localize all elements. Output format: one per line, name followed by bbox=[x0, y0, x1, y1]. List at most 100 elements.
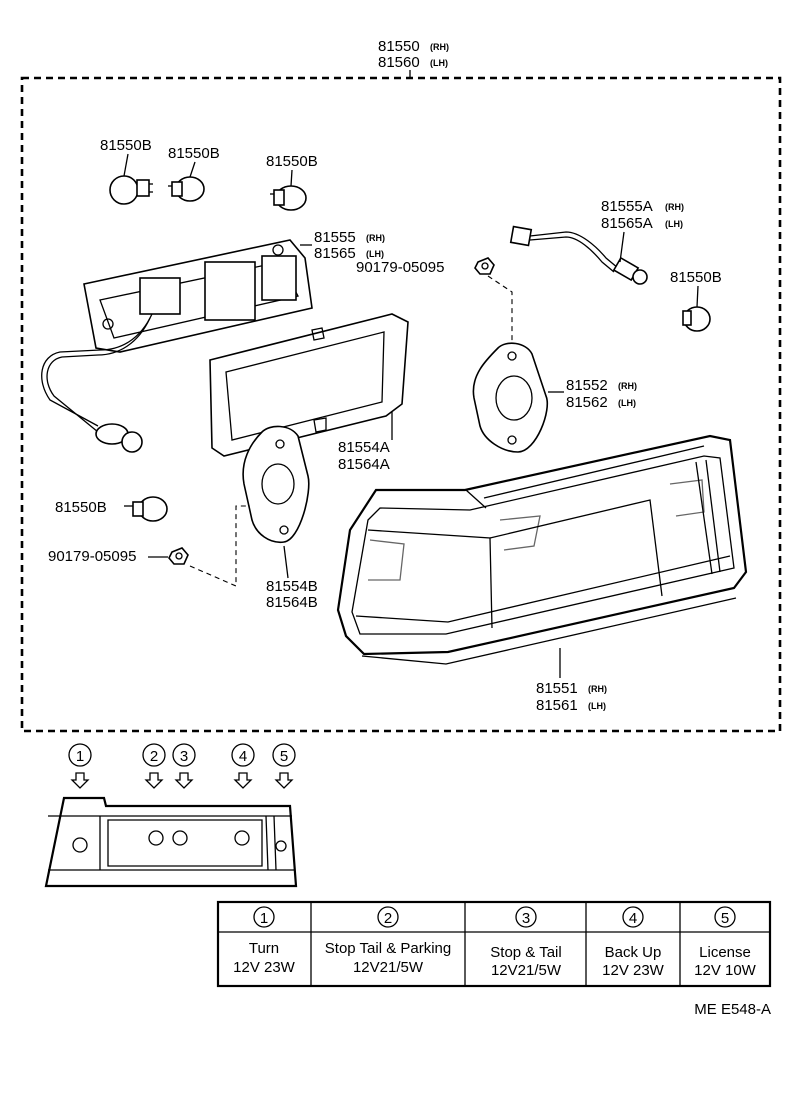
nut-label-2: 90179-05095 bbox=[48, 548, 136, 565]
position-marker-2: 2 bbox=[142, 743, 166, 789]
gasket-b-number-2: 81564B bbox=[266, 594, 318, 611]
nut-label-1: 90179-05095 bbox=[356, 259, 444, 276]
lens-assembly bbox=[336, 434, 748, 665]
lens-lh-side: (LH) bbox=[588, 701, 606, 711]
lens-rh-side: (RH) bbox=[588, 684, 607, 694]
gasket-lh-number: 81562 bbox=[566, 394, 608, 411]
gasket-lh-side: (LH) bbox=[618, 398, 636, 408]
assembly-rh-side: (RH) bbox=[430, 42, 449, 52]
gasket-a-number-1: 81554A bbox=[338, 439, 390, 456]
bulb-label-4: 81550B bbox=[670, 269, 722, 286]
col-function: License bbox=[699, 944, 751, 961]
gasket-b bbox=[242, 425, 310, 544]
socket-rh-side: (RH) bbox=[366, 233, 385, 243]
bulb-4-icon bbox=[682, 306, 711, 332]
bulb-position-4 bbox=[234, 830, 250, 846]
nut-icon bbox=[168, 547, 189, 565]
bulb-label-5: 81550B bbox=[55, 499, 107, 516]
gasket-rh-number: 81552 bbox=[566, 377, 608, 394]
nut-icon bbox=[474, 257, 495, 275]
table-col-4: Back Up 4 12V 23W bbox=[602, 906, 665, 979]
arrow-down-icon bbox=[233, 772, 253, 789]
gasket-b-number-1: 81554B bbox=[266, 578, 318, 595]
socket-a-lh-side: (LH) bbox=[665, 219, 683, 229]
socket-a-rh-number: 81555A bbox=[601, 198, 653, 215]
marker-number: 3 bbox=[180, 748, 188, 765]
bulb-2-icon bbox=[168, 176, 205, 202]
assembly-label: 81550 (RH) 81560 (LH) bbox=[378, 38, 449, 78]
socket-lh-side: (LH) bbox=[366, 249, 384, 259]
table-col-5: 5 License 12V 10W bbox=[694, 906, 757, 979]
bulb-label-2: 81550B bbox=[168, 145, 220, 162]
bulb-spec-table: 1 Turn 12V 23W 2 Stop Tail & Parking 12V… bbox=[216, 900, 772, 988]
gasket-a bbox=[209, 313, 409, 457]
col-function: Stop & Tail bbox=[490, 944, 561, 961]
lamp-front-view bbox=[44, 796, 298, 888]
marker-number: 2 bbox=[150, 748, 158, 765]
col-number: 2 bbox=[384, 910, 392, 927]
col-spec: 12V21/5W bbox=[353, 959, 424, 976]
position-marker-1: 1 bbox=[68, 743, 92, 789]
position-marker-3: 3 bbox=[172, 743, 196, 789]
col-spec: 12V 10W bbox=[694, 962, 757, 979]
reference-code: ME E548-A bbox=[694, 1001, 771, 1018]
lens-rh-number: 81551 bbox=[536, 680, 578, 697]
marker-number: 5 bbox=[280, 748, 288, 765]
position-marker-4: 4 bbox=[231, 743, 255, 789]
nut-dashed-guide bbox=[487, 275, 513, 342]
marker-number: 4 bbox=[239, 748, 247, 765]
assembly-rh-number: 81550 bbox=[378, 38, 420, 55]
col-number: 1 bbox=[260, 910, 268, 927]
gasket-a-number-2: 81564A bbox=[338, 456, 390, 473]
bulb-position-2 bbox=[148, 830, 164, 846]
marker-number: 1 bbox=[76, 748, 84, 765]
table-col-3: 3 Stop & Tail 12V21/5W bbox=[490, 906, 562, 979]
arrow-down-icon bbox=[70, 772, 90, 789]
arrow-down-icon bbox=[174, 772, 194, 789]
col-spec: 12V 23W bbox=[602, 962, 665, 979]
col-spec: 12V21/5W bbox=[491, 962, 562, 979]
col-number: 4 bbox=[629, 910, 637, 927]
leader bbox=[189, 161, 196, 178]
assembly-frame bbox=[20, 76, 782, 733]
position-marker-5: 5 bbox=[272, 743, 296, 789]
col-function: Stop Tail & Parking bbox=[325, 940, 451, 957]
leader bbox=[123, 153, 129, 177]
col-spec: 12V 23W bbox=[233, 959, 296, 976]
socket-a-label: 81555A (RH) 81565A (LH) bbox=[601, 198, 684, 263]
bulb-position-3 bbox=[172, 830, 188, 846]
col-number: 3 bbox=[522, 910, 530, 927]
col-function: Back Up bbox=[605, 944, 662, 961]
bulb-position-5 bbox=[275, 840, 287, 852]
leader bbox=[696, 285, 699, 308]
bulb-5-icon bbox=[124, 496, 168, 522]
socket-a-rh-side: (RH) bbox=[665, 202, 684, 212]
socket-a-lh-number: 81565A bbox=[601, 215, 653, 232]
col-number: 5 bbox=[721, 910, 729, 927]
gasket-rh-label: 81552 (RH) 81562 (LH) bbox=[548, 377, 637, 411]
nut-dashed-guide bbox=[189, 505, 250, 587]
table-col-1: 1 Turn 12V 23W bbox=[233, 906, 296, 976]
assembly-lh-number: 81560 bbox=[378, 54, 420, 71]
lens-label: 81551 (RH) 81561 (LH) bbox=[536, 648, 607, 714]
leader bbox=[290, 169, 293, 187]
leader bbox=[283, 545, 289, 579]
arrow-down-icon bbox=[274, 772, 294, 789]
socket-label: 81555 (RH) 81565 (LH) bbox=[300, 229, 385, 262]
arrow-down-icon bbox=[144, 772, 164, 789]
socket-a-assembly bbox=[509, 225, 648, 285]
bulb-1-icon bbox=[109, 175, 153, 205]
assembly-lh-side: (LH) bbox=[430, 58, 448, 68]
bulb-position-1 bbox=[72, 837, 88, 853]
position-markers: 1 2 3 4 5 bbox=[68, 743, 296, 789]
socket-wire-assembly bbox=[41, 239, 313, 453]
socket-lh-number: 81565 bbox=[314, 245, 356, 262]
bulb-label-3: 81550B bbox=[266, 153, 318, 170]
bulb-3-icon bbox=[270, 185, 307, 211]
gasket-rh bbox=[472, 342, 549, 453]
lens-lh-number: 81561 bbox=[536, 697, 578, 714]
table-col-2: 2 Stop Tail & Parking 12V21/5W bbox=[325, 906, 451, 976]
col-function: Turn bbox=[249, 940, 279, 957]
bulb-label-1: 81550B bbox=[100, 137, 152, 154]
